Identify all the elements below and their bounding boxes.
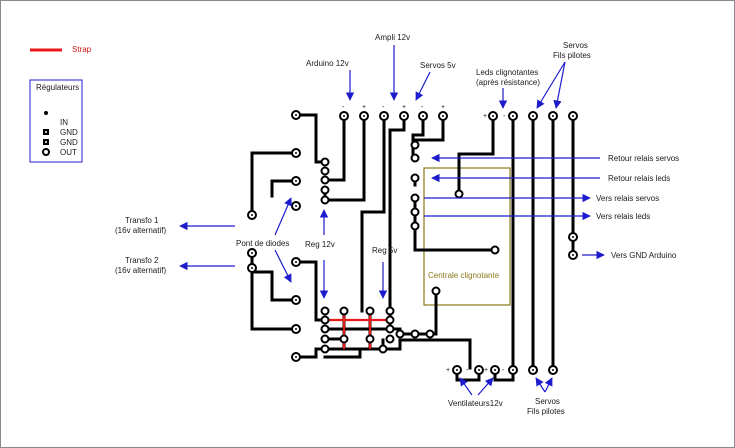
label-transfo1-2: (16v alternatif) xyxy=(115,226,166,235)
label-ventilateurs: Ventilateurs12v xyxy=(448,399,503,408)
label-servos5v: Servos 5v xyxy=(420,61,456,70)
strap-legend-label: Strap xyxy=(72,45,92,54)
label-reg12: Reg 12v xyxy=(305,240,335,249)
arrows xyxy=(179,45,605,396)
label-transfo2-2: (16v alternatif) xyxy=(115,266,166,275)
label-vers-gnd: Vers GND Arduino xyxy=(611,251,677,260)
regulator-legend-title: Régulateurs xyxy=(36,83,79,92)
pol-leds-1: - xyxy=(503,113,506,120)
label-vers-servos: Vers relais servos xyxy=(596,194,659,203)
pads xyxy=(247,110,578,375)
label-transfo1-1: Transfo 1 xyxy=(125,216,159,225)
legend-pin-gnd2-label: GND xyxy=(60,138,78,147)
pol-top-2: - xyxy=(382,104,385,111)
legend-pin-in-icon xyxy=(44,111,48,115)
label-arduino: Arduino 12v xyxy=(306,59,349,68)
pol-top-0: - xyxy=(342,104,345,111)
label-ampli: Ampli 12v xyxy=(375,33,410,42)
centrale-label: Centrale clignotante xyxy=(428,271,500,280)
label-servos-top-1: Servos xyxy=(563,41,588,50)
centrale-module-box xyxy=(423,167,511,306)
label-reg5: Reg 5v xyxy=(372,246,397,255)
pol-fans-1: - xyxy=(466,367,469,374)
label-vers-leds: Vers relais leds xyxy=(596,212,650,221)
legend-pin-out-label: OUT xyxy=(60,148,77,157)
legend-pin-in-label: IN xyxy=(60,118,68,127)
label-transfo2-1: Transfo 2 xyxy=(125,256,159,265)
pol-fans-3: - xyxy=(502,367,505,374)
pol-fans-0: + xyxy=(446,367,450,374)
legend-pin-gnd1-label: GND xyxy=(60,128,78,137)
label-leds-clign-2: (après résistance) xyxy=(476,78,540,87)
label-servos-top-2: Fils pilotes xyxy=(553,51,591,60)
pol-fans-2: + xyxy=(484,367,488,374)
label-servos-bot-1: Servos xyxy=(535,397,560,406)
regulator-legend-box xyxy=(29,79,83,163)
label-retour-servos: Retour relais servos xyxy=(608,154,679,163)
label-servos-bot-2: Fils pilotes xyxy=(527,407,565,416)
pol-top-4: - xyxy=(421,104,424,111)
label-pont: Pont de diodes xyxy=(236,239,289,248)
pol-top-3: + xyxy=(402,104,406,111)
pol-leds-0: + xyxy=(483,113,487,120)
label-retour-leds: Retour relais leds xyxy=(608,174,670,183)
pol-top-5: + xyxy=(441,104,445,111)
label-leds-clign-1: Leds clignotantes xyxy=(476,68,538,77)
legend-pin-out-icon xyxy=(42,148,50,156)
legend: Strap Régulateurs IN GND GND OUT xyxy=(29,45,92,163)
pol-top-1: + xyxy=(362,104,366,111)
